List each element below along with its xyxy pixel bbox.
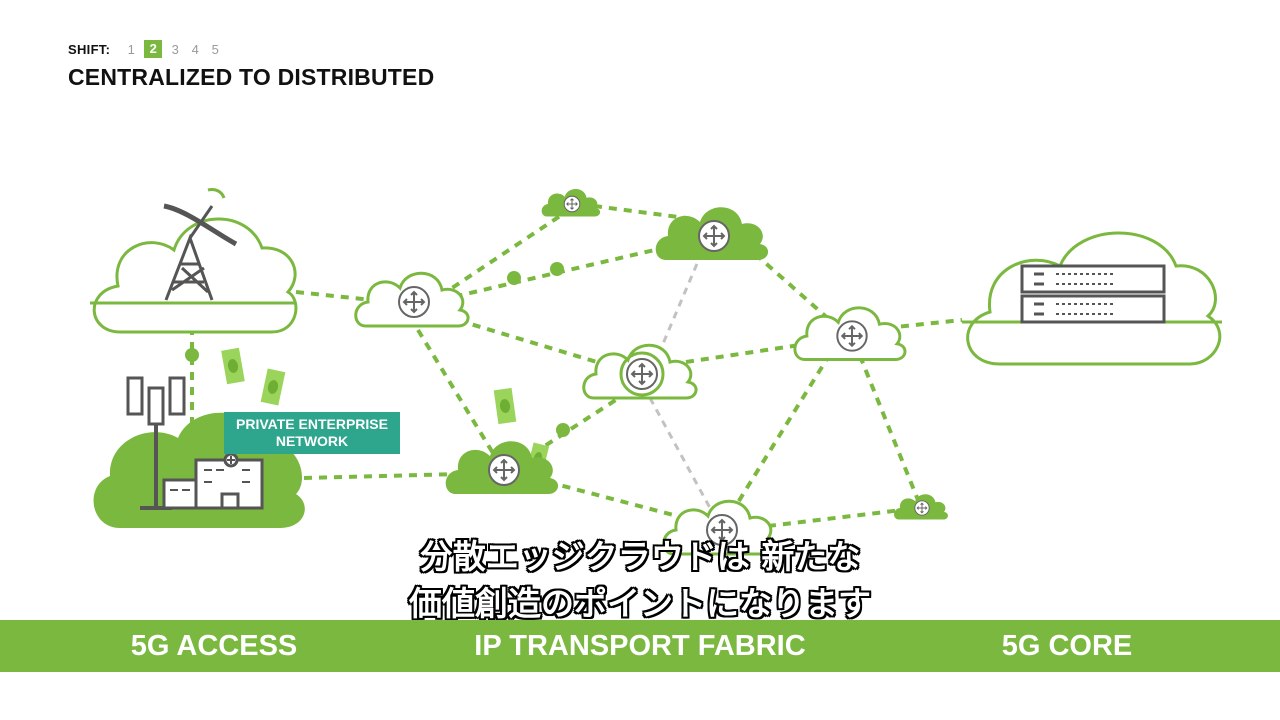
packet-dot bbox=[556, 423, 570, 437]
band-label-core: 5G CORE bbox=[1001, 630, 1133, 662]
core-cloud bbox=[962, 231, 1222, 366]
shift-label: SHIFT: bbox=[68, 41, 111, 57]
step-2-active[interactable]: 2 bbox=[144, 40, 163, 58]
subtitle-line-1: 分散エッジクラウドは 新たな bbox=[419, 537, 861, 576]
band-label-transport: IP TRANSPORT FABRIC bbox=[474, 630, 806, 662]
private-network-badge: PRIVATE ENTERPRISE NETWORK bbox=[224, 412, 400, 454]
router-icon bbox=[836, 320, 868, 352]
access-cloud bbox=[90, 188, 298, 334]
private-network-label-line2: NETWORK bbox=[275, 433, 349, 449]
router-icon bbox=[914, 500, 930, 516]
link-r5-c2 bbox=[858, 355, 920, 501]
packet-dot bbox=[550, 262, 564, 276]
packet-dot bbox=[507, 271, 521, 285]
link-r5-core bbox=[885, 318, 963, 330]
step-4[interactable]: 4 bbox=[191, 41, 199, 57]
link-r1-r4 bbox=[416, 328, 498, 460]
bottom-category-band: 5G ACCESS IP TRANSPORT FABRIC 5G CORE bbox=[0, 620, 1280, 672]
subtitle-line-2: 価値創造のポイントになります bbox=[409, 584, 871, 623]
link-r1-r3 bbox=[443, 314, 631, 374]
link-r4-r6 bbox=[547, 480, 701, 524]
packet-dot bbox=[185, 348, 199, 362]
router-icon bbox=[626, 358, 658, 390]
link-r1-c1 bbox=[438, 206, 574, 298]
step-5[interactable]: 5 bbox=[211, 41, 219, 57]
edge-cloud-5 bbox=[793, 306, 907, 361]
band-label-access: 5G ACCESS bbox=[130, 630, 298, 662]
money-icon bbox=[260, 368, 286, 406]
link-r2-r3-gray bbox=[660, 251, 704, 347]
link-r5-r6 bbox=[730, 352, 832, 514]
router-icon bbox=[563, 195, 581, 213]
shift-indicator: SHIFT: 1 2 3 4 5 bbox=[68, 40, 222, 58]
page-title: CENTRALIZED TO DISTRIBUTED bbox=[68, 64, 435, 90]
link-r6-c2 bbox=[767, 508, 903, 528]
link-r3-r6-gray bbox=[648, 397, 712, 509]
step-1[interactable]: 1 bbox=[127, 41, 135, 57]
link-pen-r4 bbox=[303, 472, 461, 480]
step-3[interactable]: 3 bbox=[171, 41, 179, 57]
edge-cloud-1 bbox=[354, 271, 470, 328]
server-rack-icon bbox=[1020, 264, 1166, 324]
link-c1-r2 bbox=[593, 204, 687, 220]
router-icon bbox=[398, 286, 430, 318]
link-access-r1 bbox=[295, 290, 373, 302]
edge-cloud-3 bbox=[582, 343, 698, 400]
money-icon bbox=[493, 387, 517, 425]
money-icon bbox=[221, 347, 245, 385]
hospital-building-icon bbox=[162, 452, 264, 510]
router-icon bbox=[488, 454, 520, 486]
router-icon bbox=[698, 220, 730, 252]
satellite-tower-icon bbox=[163, 188, 238, 301]
edge-cloud-small-top bbox=[541, 189, 601, 217]
packet-dots bbox=[185, 262, 570, 437]
edge-cloud-small-right bbox=[894, 494, 948, 520]
fabric-links bbox=[190, 204, 963, 528]
private-network-label-line1: PRIVATE ENTERPRISE bbox=[236, 416, 388, 432]
